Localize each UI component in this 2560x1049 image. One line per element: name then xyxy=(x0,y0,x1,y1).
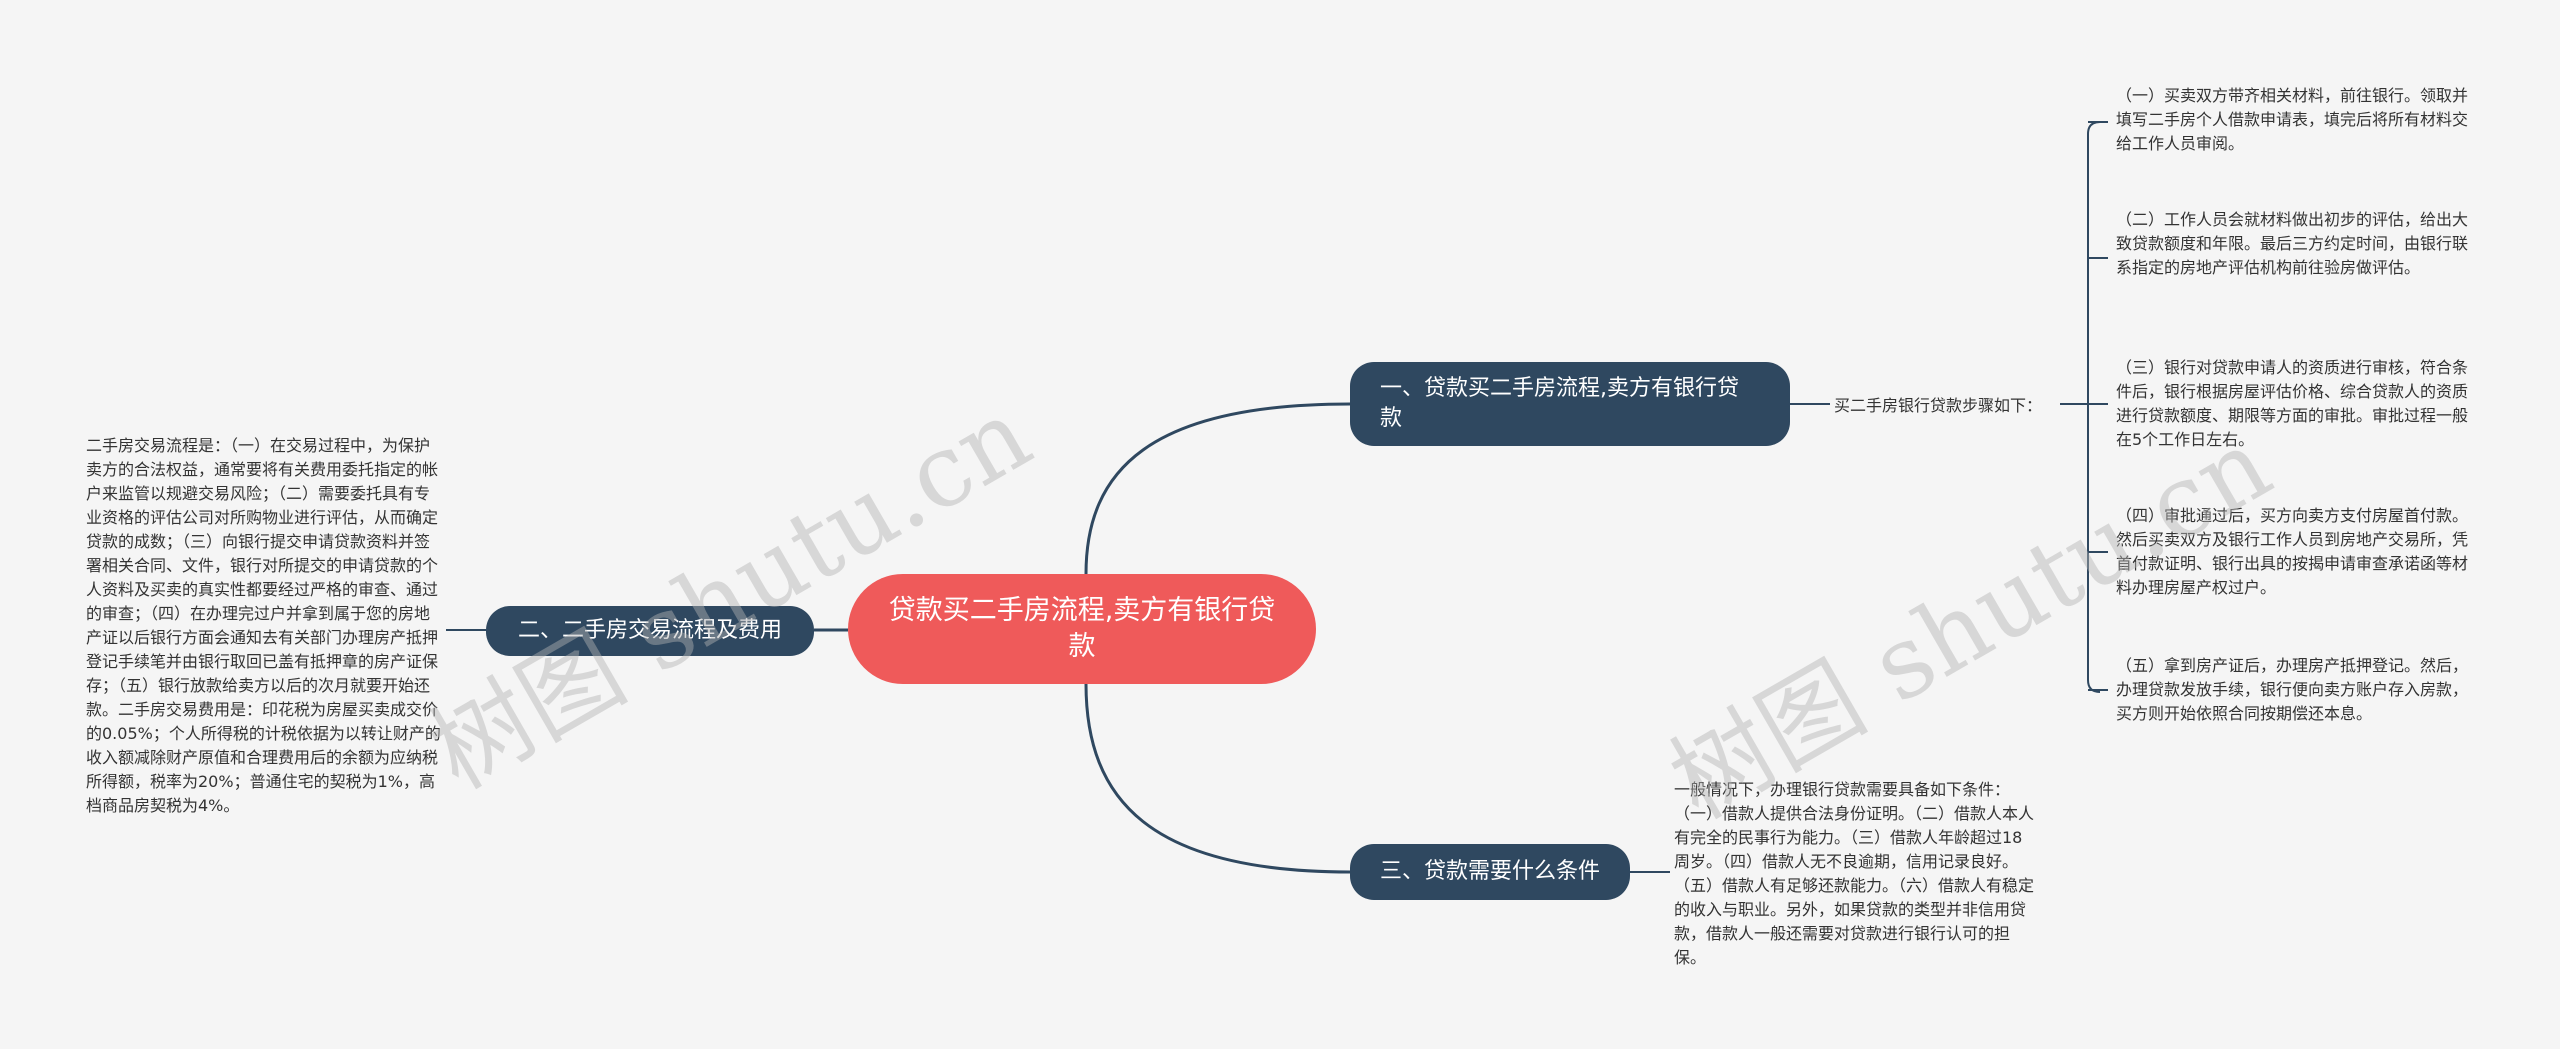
branch-node-loan-process[interactable]: 一、贷款买二手房流程,卖方有银行贷款 xyxy=(1350,362,1790,446)
branch-label: 二、二手房交易流程及费用 xyxy=(517,618,782,643)
link-root-b1 xyxy=(1084,402,1351,575)
bracket xyxy=(2087,121,2101,693)
branch-label: 一、贷款买二手房流程,卖方有银行贷款 xyxy=(1380,376,1739,431)
root-node[interactable]: 贷款买二手房流程,卖方有银行贷款 xyxy=(848,574,1316,684)
branch-label: 三、贷款需要什么条件 xyxy=(1379,859,1600,884)
leaf-step-5[interactable]: （五）拿到房产证后，办理房产抵押登记。然后，办理贷款发放手续，银行便向卖方账户存… xyxy=(2116,656,2469,723)
leaf-step-4[interactable]: （四）审批通过后，买方向卖方支付房屋首付款。然后买卖双方及银行工作人员到房地产交… xyxy=(2116,506,2469,597)
leaf-loan-conditions-text[interactable]: 一般情况下，办理银行贷款需要具备如下条件：（一）借款人提供合法身份证明。（二）借… xyxy=(1674,780,2035,967)
branch-node-loan-conditions[interactable]: 三、贷款需要什么条件 xyxy=(1350,844,1630,900)
leaf-step-3[interactable]: （三）银行对贷款申请人的资质进行审核，符合条件后，银行根据房屋评估价格、综合贷款… xyxy=(2116,358,2469,449)
leaf-transaction-fees-text[interactable]: 二手房交易流程是：（一）在交易过程中，为保护卖方的合法权益，通常要将有关费用委托… xyxy=(86,436,441,815)
link-root-b3 xyxy=(1084,683,1351,874)
branch-node-transaction-fees[interactable]: 二、二手房交易流程及费用 xyxy=(486,606,814,656)
root-title: 贷款买二手房流程,卖方有银行贷款 xyxy=(888,595,1276,662)
leaf-step-1[interactable]: （一）买卖双方带齐相关材料，前往银行。领取并填写二手房个人借款申请表，填完后将所… xyxy=(2116,86,2469,153)
sub-node-steps[interactable]: 买二手房银行贷款步骤如下： xyxy=(1834,396,2043,415)
leaf-step-2[interactable]: （二）工作人员会就材料做出初步的评估，给出大致贷款额度和年限。最后三方约定时间，… xyxy=(2116,210,2469,277)
